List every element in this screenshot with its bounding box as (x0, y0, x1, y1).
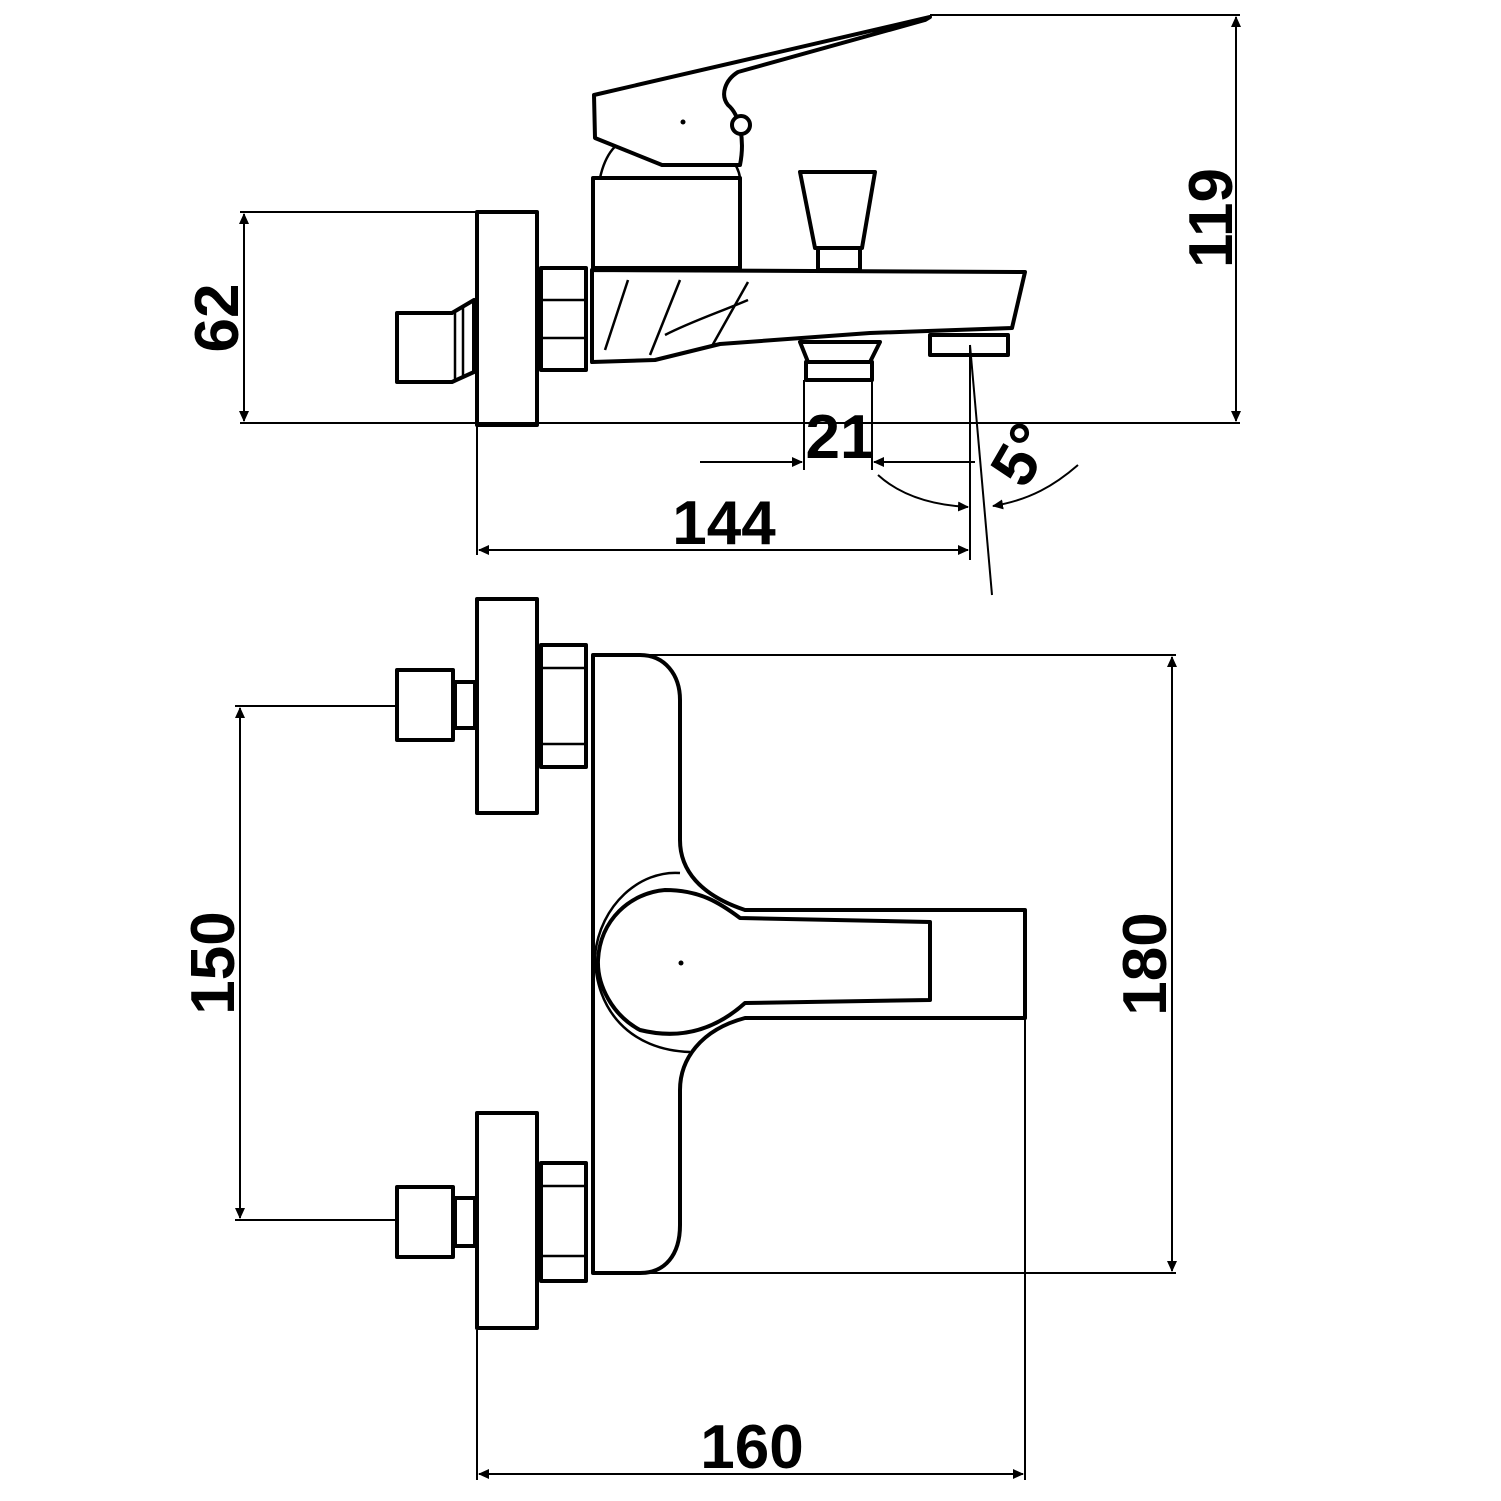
inlet-connector-upper (395, 668, 455, 742)
top-view (395, 597, 1027, 1330)
shower-connector-side (804, 360, 874, 382)
lever-handle-side (592, 15, 932, 167)
diverter-stem-side (816, 246, 862, 272)
diverter-knob-side (798, 170, 877, 250)
dimensions: 119 62 21 5° 144 150 180 (179, 14, 1246, 1482)
wall-plate-side (475, 210, 539, 427)
hex-nut-upper (539, 643, 588, 769)
hex-nut-lower (539, 1161, 588, 1283)
dim-180: 180 (1111, 912, 1180, 1015)
dim-150: 150 (179, 911, 248, 1014)
dim-119: 119 (1177, 168, 1246, 268)
inlet-connector-lower (395, 1185, 455, 1259)
cartridge-cap-top (593, 871, 691, 1054)
wall-plate-lower (475, 1111, 539, 1330)
spout-body-side (590, 268, 1027, 364)
wall-plate-upper (475, 597, 539, 815)
dim-144: 144 (672, 489, 776, 558)
hex-nut-side (539, 266, 588, 372)
side-view (395, 15, 1027, 427)
dim-5deg: 5° (978, 412, 1067, 498)
dim-160: 160 (700, 1413, 803, 1482)
cartridge-column-side (591, 176, 742, 270)
dim-62: 62 (183, 284, 252, 353)
lever-handle-top (595, 888, 932, 1036)
dim-21: 21 (806, 403, 875, 472)
shower-outlet-side (798, 340, 882, 364)
